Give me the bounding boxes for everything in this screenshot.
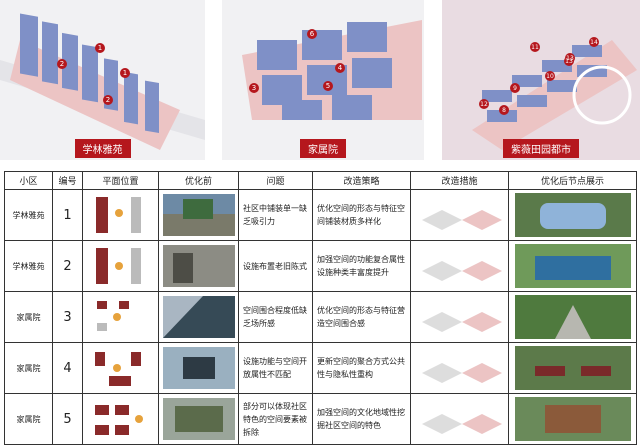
strategy-cell: 优化空间的形态与特征营造空间围合感 <box>312 291 411 343</box>
problem-cell: 设施布置老旧陈式 <box>238 240 313 292</box>
problem-cell: 部分可以体现社区特色的空间要素被拆除 <box>238 393 313 445</box>
map-marker: 4 <box>338 64 343 72</box>
header-strategy: 改造策略 <box>312 171 411 190</box>
map-marker: 3 <box>252 84 256 92</box>
map-marker: 1 <box>98 44 102 52</box>
strategy-cell: 加强空间的功能复合属性设施种类丰富度提升 <box>312 240 411 292</box>
plan-position <box>82 393 159 445</box>
renovation-table: 小区 编号 平面位置 优化前 问题 改造策略 改造措施 优化后节点展示 学林雅苑… <box>4 171 637 445</box>
map-marker: 5 <box>326 82 330 90</box>
map-marker: 10 <box>546 73 554 80</box>
header-problem: 问题 <box>238 171 313 190</box>
map-label: 学林雅苑 <box>74 139 131 158</box>
table-row: 家属院 3 空间围合程度低缺乏场所感 优化空间的形态与特征营造空间围合感 <box>4 291 637 343</box>
map-label: 家属院 <box>300 139 346 158</box>
number-cell: 3 <box>52 291 83 343</box>
community-cell: 家属院 <box>4 291 53 343</box>
map-xuelin: 1 2 1 2 学林雅苑 <box>0 0 205 160</box>
measures-diagram <box>410 189 509 241</box>
strategy-cell: 更新空间的聚合方式公共性与隐私性重构 <box>312 342 411 394</box>
measures-diagram <box>410 342 509 394</box>
measures-diagram <box>410 393 509 445</box>
map-marker: 1 <box>123 69 127 77</box>
header-number: 编号 <box>52 171 83 190</box>
number-cell: 4 <box>52 342 83 394</box>
map-label: 紫薇田园都市 <box>503 139 579 158</box>
map-marker: 11 <box>531 44 539 51</box>
map-marker: 13 <box>565 58 573 65</box>
header-before: 优化前 <box>158 171 239 190</box>
map-xuelin-graphic: 1 2 1 2 <box>0 13 205 150</box>
table-header-row: 小区 编号 平面位置 优化前 问题 改造策略 改造措施 优化后节点展示 <box>4 171 637 190</box>
header-community: 小区 <box>4 171 53 190</box>
map-marker: 8 <box>502 107 506 114</box>
table-row: 学林雅苑 2 设施布置老旧陈式 加强空间的功能复合属性设施种类丰富度提升 <box>4 240 637 292</box>
strategy-cell: 优化空间的形态与特征空间铺装材质多样化 <box>312 189 411 241</box>
measures-diagram <box>410 240 509 292</box>
header-measures: 改造措施 <box>410 171 509 190</box>
community-cell: 家属院 <box>4 393 53 445</box>
plan-position <box>82 342 159 394</box>
plan-position <box>82 291 159 343</box>
map-ziwei: 14 13 11 13 10 9 12 8 紫薇田园都市 <box>442 0 640 160</box>
header-after: 优化后节点展示 <box>508 171 637 190</box>
measures-diagram <box>410 291 509 343</box>
map-jiashuyuan-graphic: 6 4 5 3 <box>242 20 422 120</box>
map-marker: 14 <box>590 39 598 46</box>
number-cell: 1 <box>52 189 83 241</box>
map-marker: 2 <box>60 60 64 68</box>
after-render <box>508 240 637 292</box>
table-row: 家属院 5 部分可以体现社区特色的空间要素被拆除 加强空间的文化地域性挖掘社区空… <box>4 393 637 445</box>
after-render <box>508 291 637 343</box>
map-marker: 9 <box>513 85 517 92</box>
after-render <box>508 342 637 394</box>
header-position: 平面位置 <box>82 171 159 190</box>
map-marker: 13 <box>566 55 574 62</box>
map-ziwei-graphic: 14 13 11 13 10 9 12 8 <box>442 0 640 160</box>
before-photo <box>158 189 239 241</box>
before-photo <box>158 393 239 445</box>
strategy-cell: 加强空间的文化地域性挖掘社区空间的特色 <box>312 393 411 445</box>
problem-cell: 空间围合程度低缺乏场所感 <box>238 291 313 343</box>
before-photo <box>158 342 239 394</box>
problem-cell: 设施功能与空间开放属性不匹配 <box>238 342 313 394</box>
problem-cell: 社区中铺装单一缺乏吸引力 <box>238 189 313 241</box>
community-cell: 家属院 <box>4 342 53 394</box>
plan-position <box>82 240 159 292</box>
map-marker: 2 <box>106 96 110 104</box>
table-row: 学林雅苑 1 社区中铺装单一缺乏吸引力 优化空间的形态与特征空间铺装材质多样化 <box>4 189 637 241</box>
map-marker: 6 <box>310 30 315 38</box>
number-cell: 2 <box>52 240 83 292</box>
after-render <box>508 189 637 241</box>
after-render <box>508 393 637 445</box>
plan-position <box>82 189 159 241</box>
before-photo <box>158 240 239 292</box>
map-marker: 12 <box>480 101 488 108</box>
map-jiashuyuan: 6 4 5 3 家属院 <box>222 0 424 160</box>
before-photo <box>158 291 239 343</box>
community-cell: 学林雅苑 <box>4 189 53 241</box>
table-row: 家属院 4 设施功能与空间开放属性不匹配 更新空间的聚合方式公共性与隐私性重构 <box>4 342 637 394</box>
number-cell: 5 <box>52 393 83 445</box>
community-cell: 学林雅苑 <box>4 240 53 292</box>
